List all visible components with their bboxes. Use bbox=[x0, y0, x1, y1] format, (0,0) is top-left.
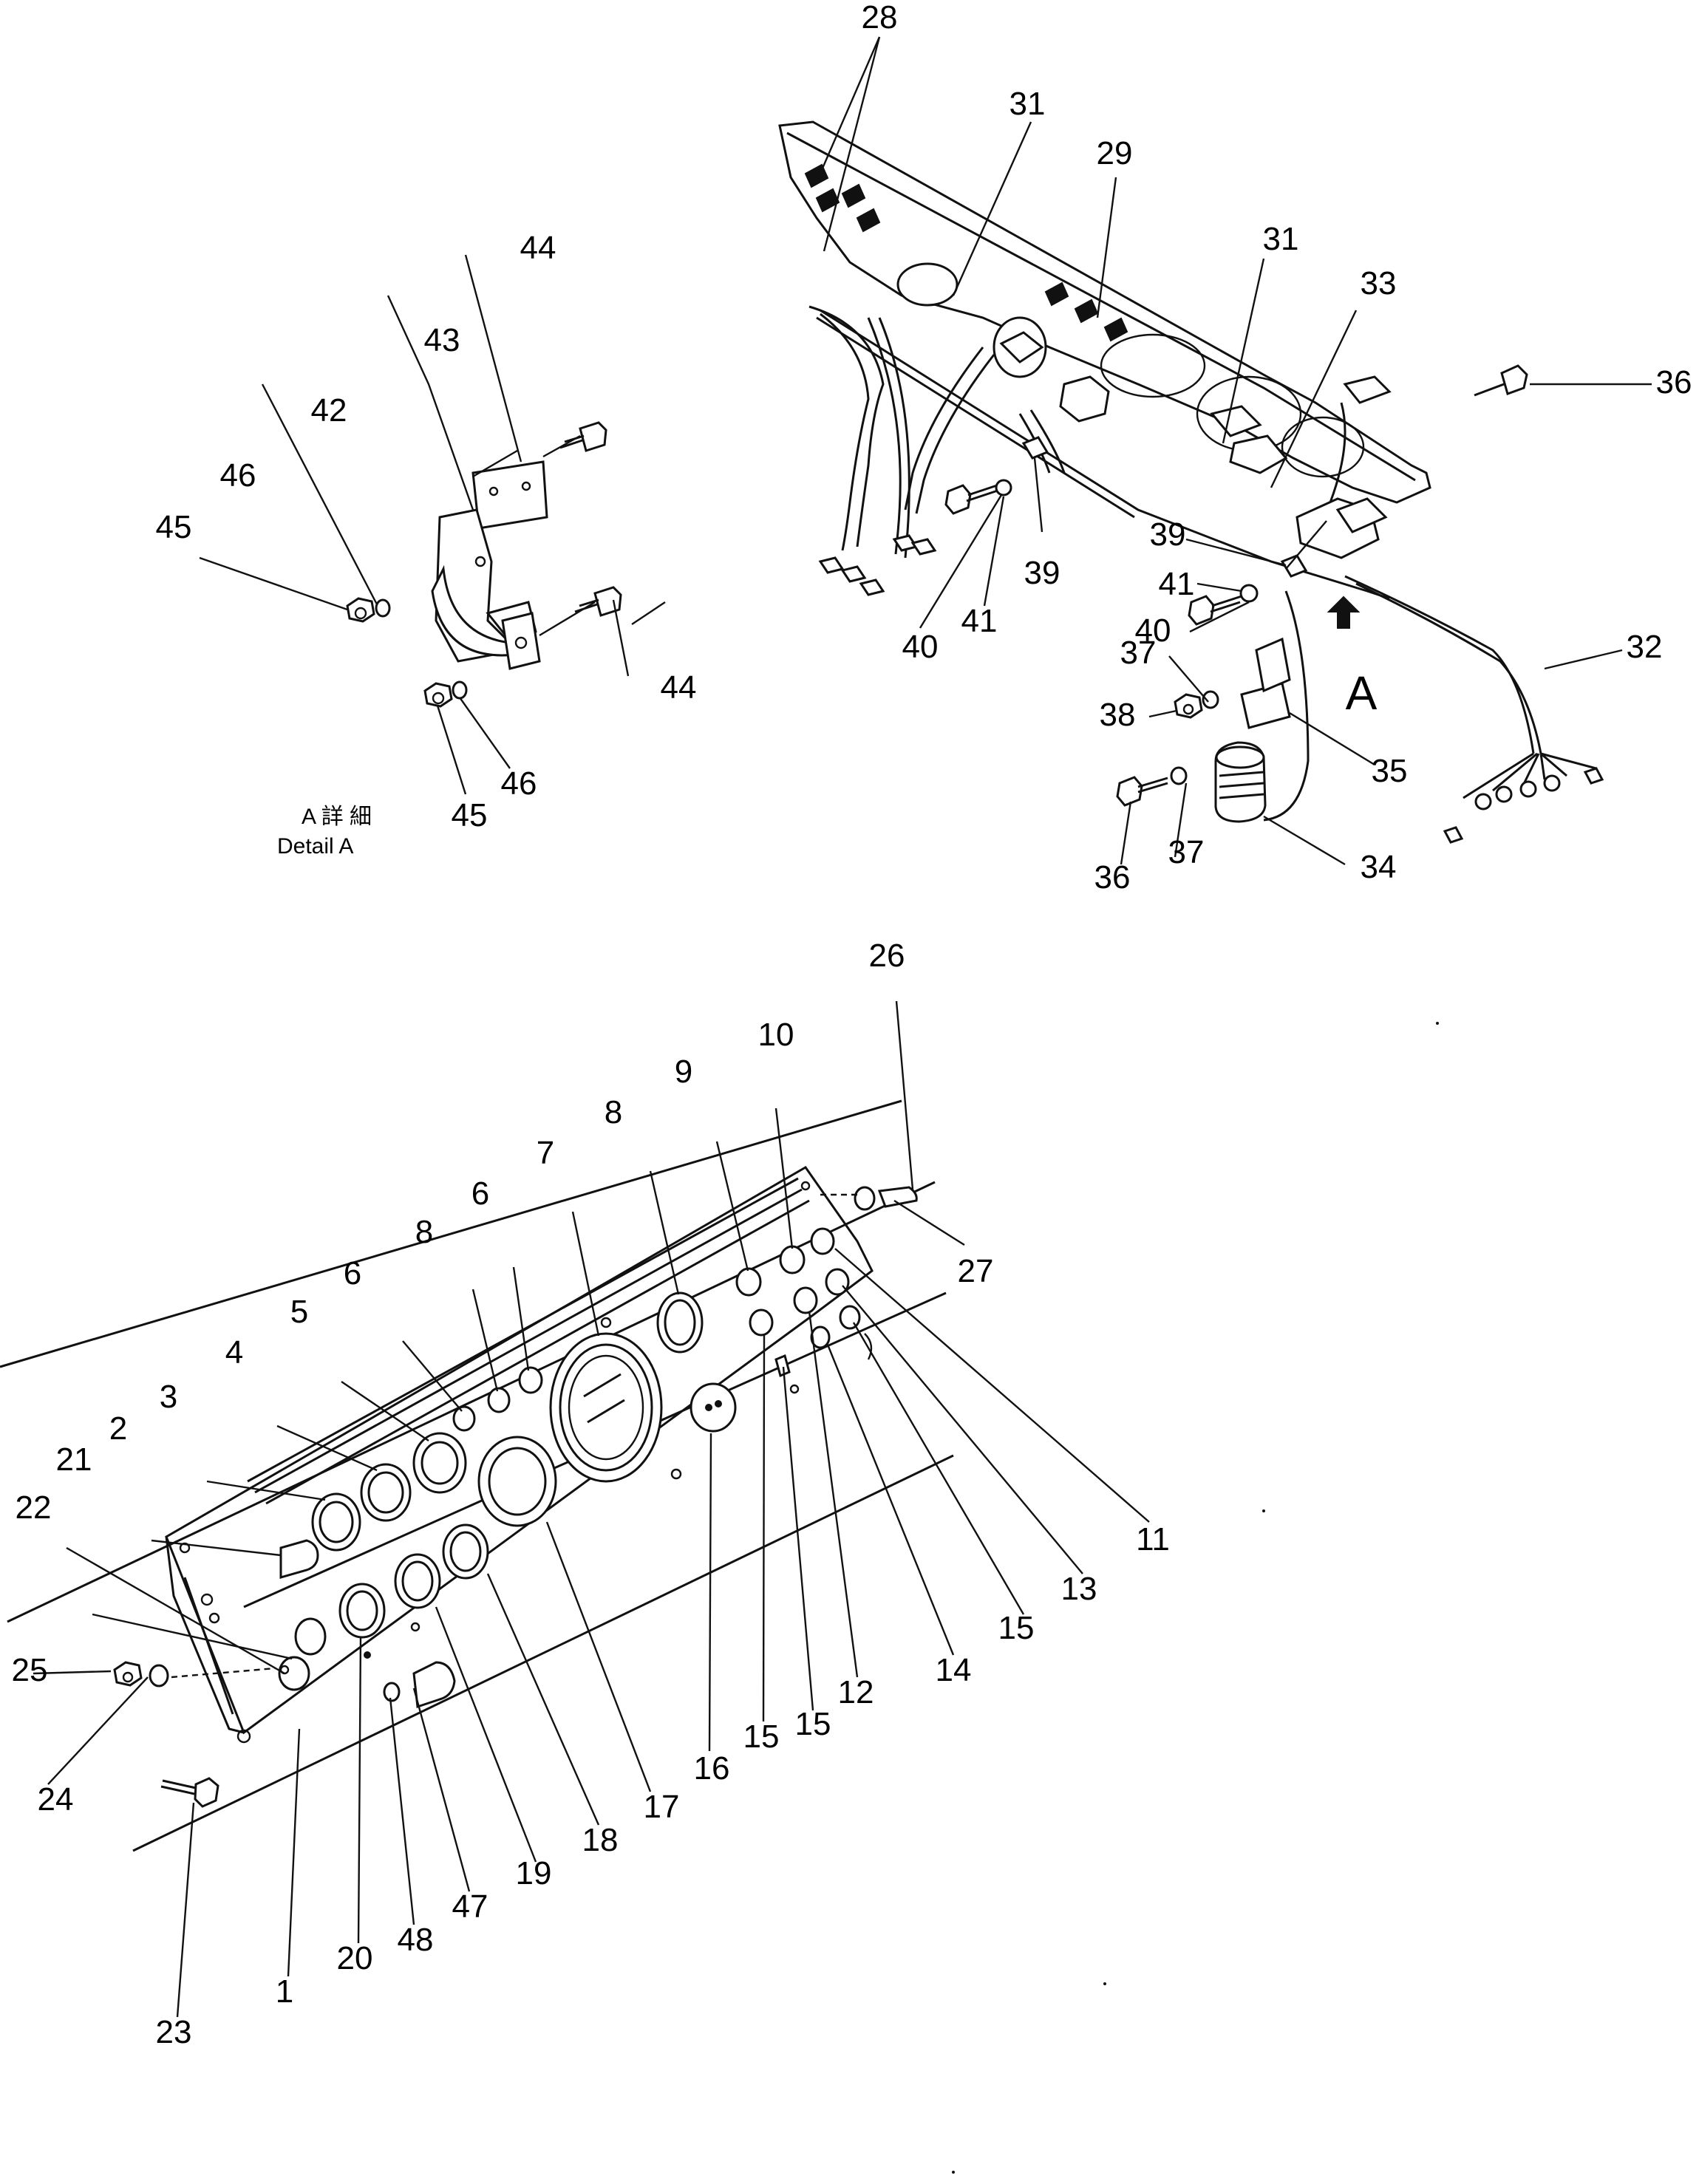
callout-45: 45 bbox=[452, 797, 488, 833]
callout-35: 35 bbox=[1372, 753, 1408, 789]
callout-34: 34 bbox=[1361, 849, 1397, 885]
callout-44: 44 bbox=[520, 230, 556, 266]
callout-36: 36 bbox=[1656, 364, 1692, 400]
callout-17: 15 bbox=[743, 1719, 780, 1755]
leader-lines bbox=[33, 36, 1652, 2018]
callout-15: 14 bbox=[936, 1652, 972, 1688]
callout-25: 23 bbox=[156, 2014, 192, 2050]
callout-45: 45 bbox=[156, 509, 192, 545]
callout-32: 32 bbox=[1627, 629, 1663, 665]
callout-39: 39 bbox=[1150, 516, 1186, 553]
callout-22: 20 bbox=[337, 1940, 373, 1976]
callout-26: 24 bbox=[38, 1781, 74, 1818]
callout-8: 7 bbox=[537, 1135, 554, 1171]
callout-41: 41 bbox=[961, 603, 998, 639]
callout-39: 39 bbox=[1024, 555, 1060, 591]
callout-41: 41 bbox=[1159, 566, 1195, 602]
detail-a-bracket-assembly bbox=[346, 421, 622, 708]
callout-labels: 28 31 29 31 33 36 32 39 41 40 37 38 35 3… bbox=[12, 0, 1692, 2050]
callout-23: 21 bbox=[56, 1441, 92, 1478]
callout-10: 9 bbox=[675, 1054, 692, 1090]
callout-48: 48 bbox=[398, 1922, 434, 1958]
callout-2: 2 bbox=[109, 1410, 127, 1447]
callout-1: 1 bbox=[276, 1973, 293, 2010]
callout-6: 6 bbox=[344, 1255, 361, 1291]
callout-9: 8 bbox=[605, 1094, 622, 1130]
view-marker-a: A bbox=[1346, 666, 1378, 720]
callout-31: 31 bbox=[1009, 86, 1046, 122]
callout-30: 29 bbox=[1097, 135, 1133, 171]
callout-43: 43 bbox=[424, 322, 460, 358]
callout-40: 40 bbox=[1135, 612, 1171, 649]
callout-46: 46 bbox=[501, 765, 537, 802]
callout-46: 46 bbox=[220, 457, 256, 494]
callout-38: 38 bbox=[1100, 697, 1136, 733]
callout-5: 5 bbox=[290, 1294, 308, 1330]
callout-13: 12 bbox=[838, 1674, 874, 1710]
callout-37: 37 bbox=[1168, 834, 1205, 870]
callout-44: 44 bbox=[661, 669, 697, 706]
detail-caption-en: Detail A bbox=[277, 834, 353, 859]
callout-20: 18 bbox=[582, 1822, 619, 1858]
upper-panel-harness bbox=[778, 120, 1604, 844]
callout-16: 15 bbox=[795, 1706, 831, 1742]
callout-19: 17 bbox=[644, 1789, 680, 1825]
callout-42: 42 bbox=[311, 392, 347, 429]
callout-21: 19 bbox=[516, 1855, 552, 1891]
callout-6: 6 bbox=[471, 1175, 489, 1212]
callout-11: 10 bbox=[758, 1017, 794, 1053]
callout-37: 37 bbox=[1120, 635, 1157, 671]
callout-27: 25 bbox=[12, 1652, 48, 1688]
callout-4: 4 bbox=[225, 1334, 243, 1371]
callout-40: 40 bbox=[902, 629, 939, 665]
callout-36: 36 bbox=[1094, 859, 1131, 895]
callout-33: 33 bbox=[1361, 265, 1397, 301]
callout-14: 13 bbox=[1061, 1571, 1097, 1607]
callout-15: 15 bbox=[998, 1610, 1035, 1646]
callout-47: 47 bbox=[452, 1888, 488, 1925]
callout-30: 28 bbox=[862, 0, 898, 35]
callout-18: 16 bbox=[694, 1750, 730, 1787]
callout-7: 8 bbox=[415, 1214, 433, 1250]
callout-29: 27 bbox=[958, 1253, 994, 1289]
callout-12: 11 bbox=[1136, 1521, 1170, 1557]
callout-28: 26 bbox=[869, 938, 905, 974]
callout-3: 3 bbox=[160, 1379, 177, 1415]
callout-31: 31 bbox=[1263, 221, 1299, 257]
instrument-panel-front bbox=[0, 1099, 954, 1852]
callout-24: 22 bbox=[16, 1489, 52, 1526]
bulb-sockets bbox=[804, 163, 1128, 342]
detail-caption-jp: A 詳 細 bbox=[302, 805, 372, 829]
